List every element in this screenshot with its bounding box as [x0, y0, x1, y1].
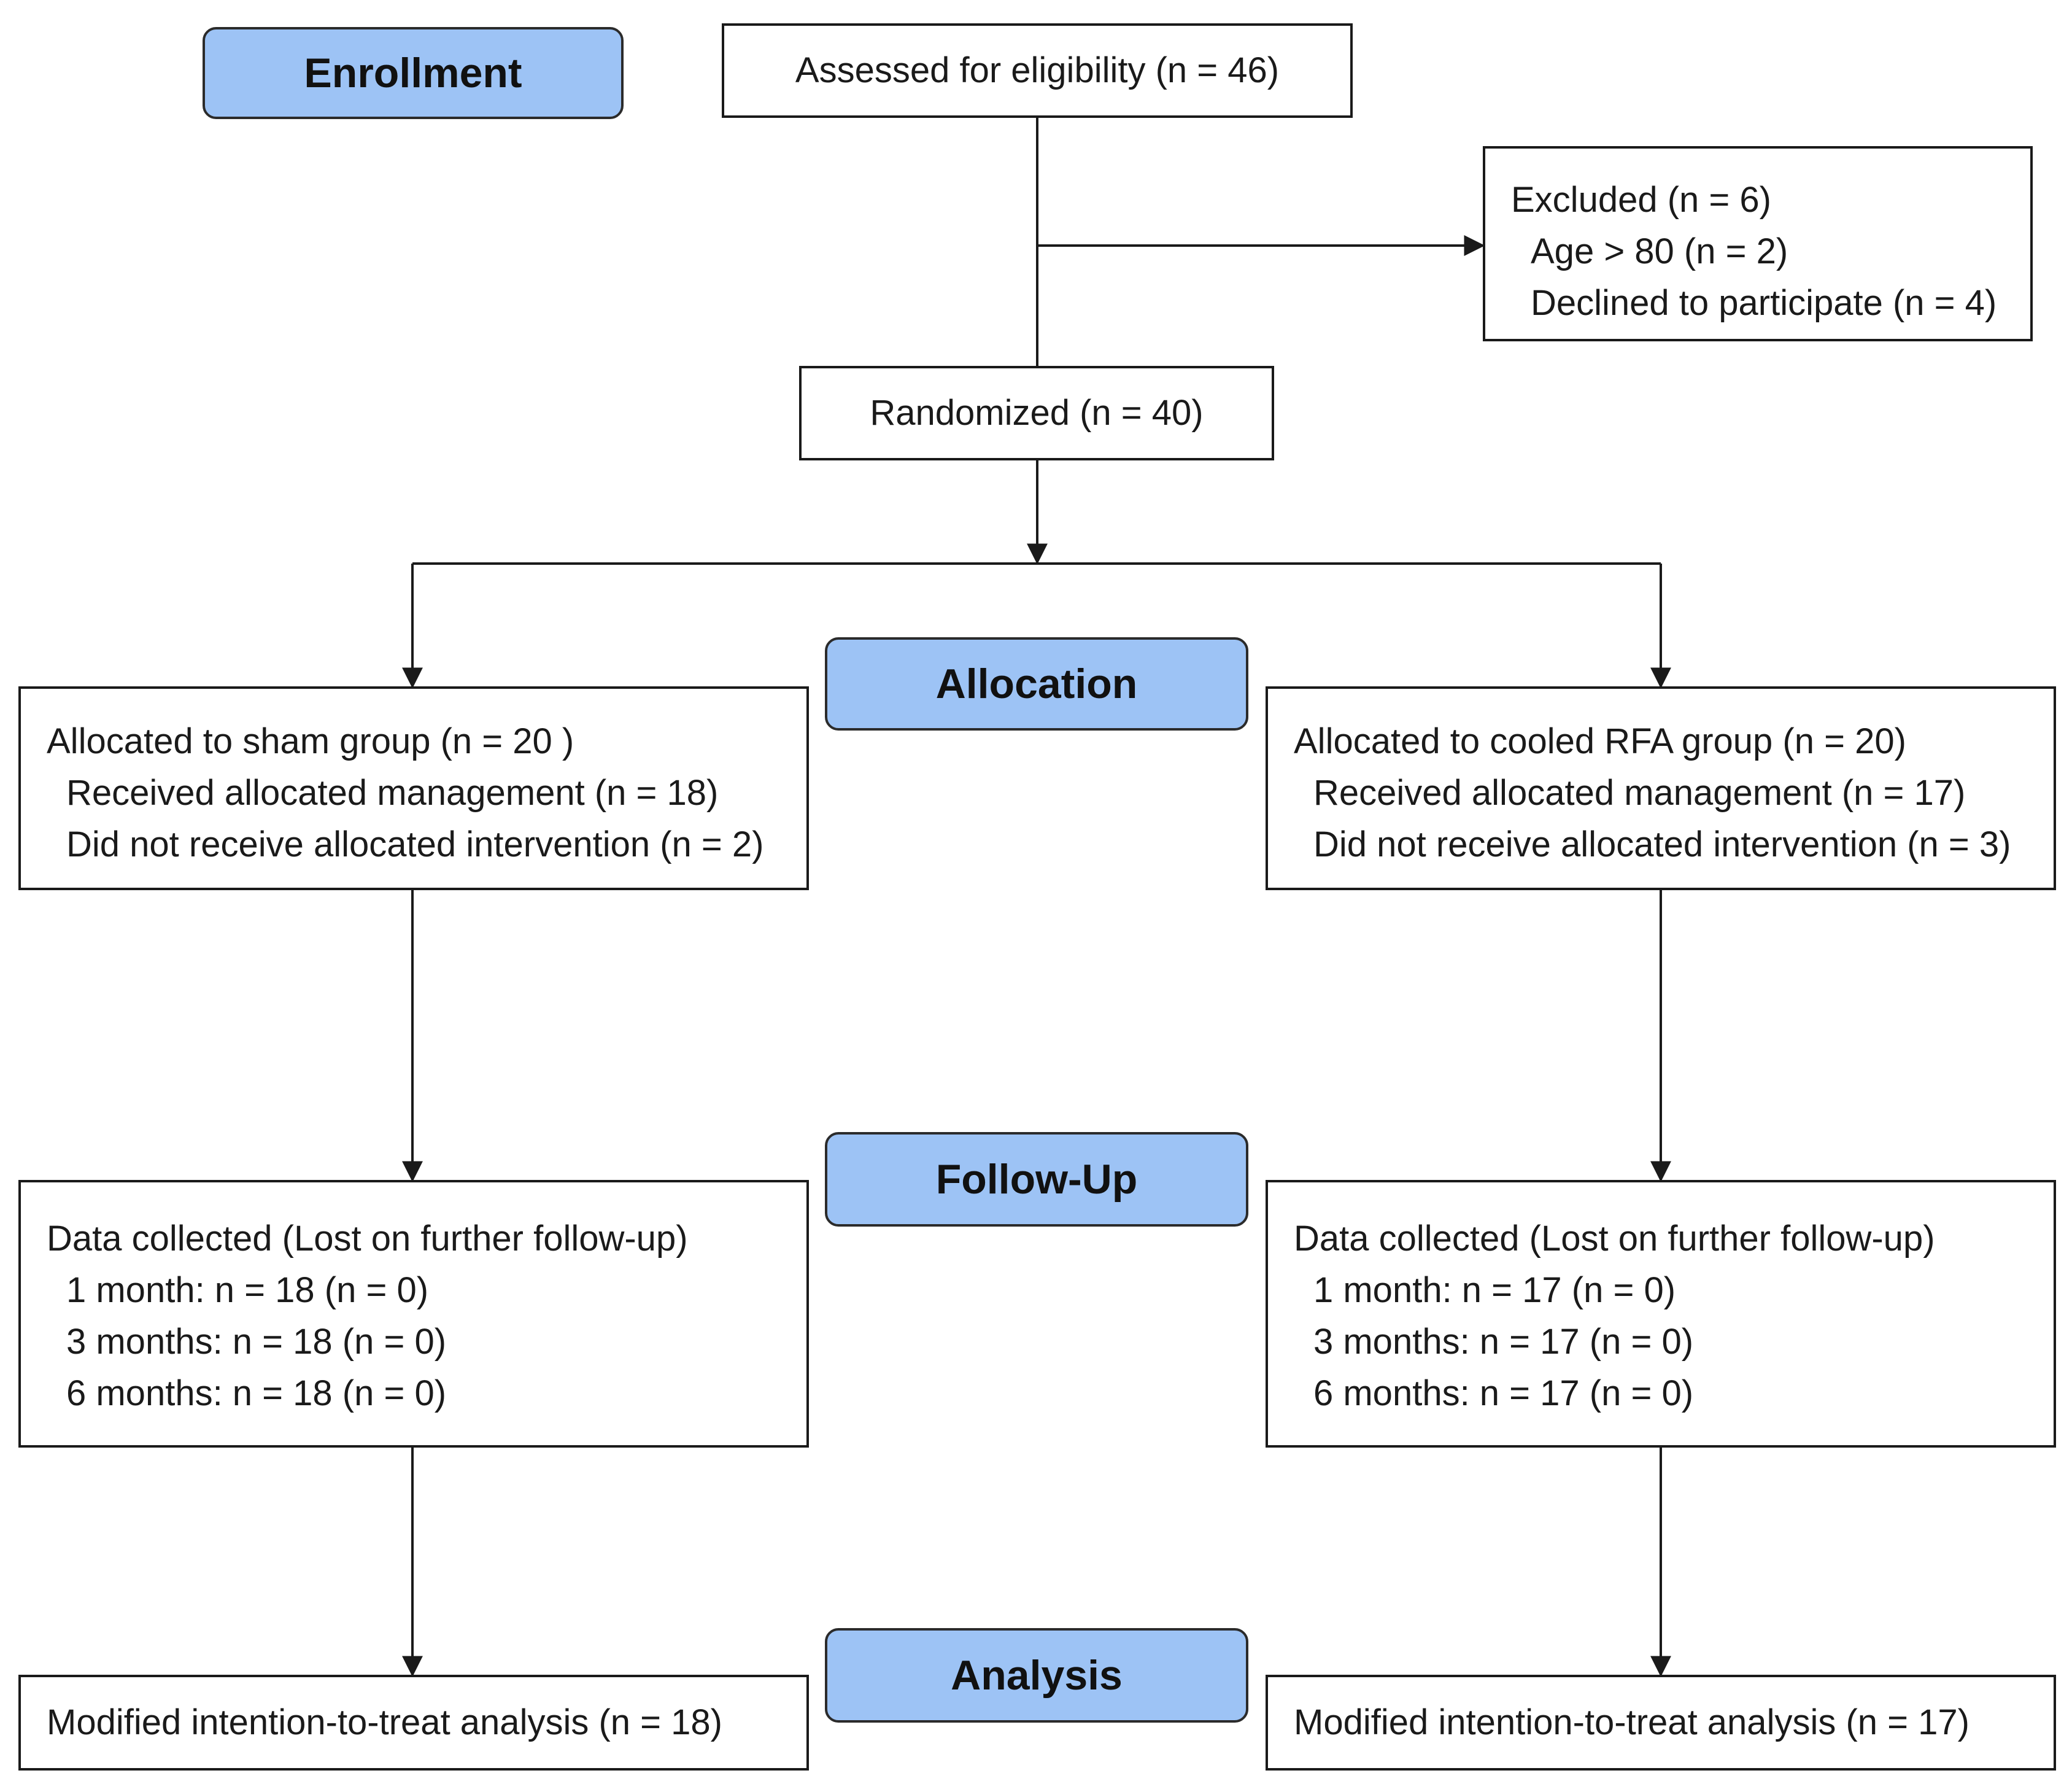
sham-follow-up-1-month: 1 month: n = 18 (n = 0) [66, 1270, 429, 1310]
excluded-item-declined: Declined to participate (n = 4) [1531, 283, 1997, 323]
rfa-follow-up-box: Data collected (Lost on further follow-u… [1266, 1180, 2056, 1448]
excluded-title: Excluded (n = 6) [1511, 180, 1771, 220]
phase-label-analysis: Analysis [825, 1628, 1248, 1723]
phase-label-allocation: Allocation [825, 637, 1248, 731]
rfa-follow-up-3-months: 3 months: n = 17 (n = 0) [1313, 1322, 1694, 1362]
sham-analysis-text: Modified intention-to-treat analysis (n … [47, 1702, 722, 1742]
rfa-follow-up-title: Data collected (Lost on further follow-u… [1294, 1219, 1935, 1259]
rfa-allocation-box: Allocated to cooled RFA group (n = 20) R… [1266, 686, 2056, 890]
assessed-text: Assessed for eligibility (n = 46) [795, 50, 1280, 90]
sham-follow-up-title: Data collected (Lost on further follow-u… [47, 1219, 688, 1259]
rfa-analysis-text: Modified intention-to-treat analysis (n … [1294, 1702, 1970, 1742]
assessed-box: Assessed for eligibility (n = 46) [722, 23, 1353, 118]
rfa-follow-up-1-month: 1 month: n = 17 (n = 0) [1313, 1270, 1676, 1310]
sham-follow-up-6-months: 6 months: n = 18 (n = 0) [66, 1373, 447, 1413]
rfa-analysis-box: Modified intention-to-treat analysis (n … [1266, 1675, 2056, 1771]
phase-label-enrollment: Enrollment [203, 27, 624, 119]
rfa-allocation-title: Allocated to cooled RFA group (n = 20) [1294, 721, 1906, 761]
sham-follow-up-box: Data collected (Lost on further follow-u… [18, 1180, 809, 1448]
randomized-text: Randomized (n = 40) [870, 393, 1204, 433]
sham-follow-up-3-months: 3 months: n = 18 (n = 0) [66, 1322, 447, 1362]
rfa-allocation-not-received: Did not receive allocated intervention (… [1313, 824, 2011, 864]
sham-allocation-not-received: Did not receive allocated intervention (… [66, 824, 764, 864]
randomized-box: Randomized (n = 40) [799, 366, 1274, 460]
sham-analysis-box: Modified intention-to-treat analysis (n … [18, 1675, 809, 1771]
phase-label-follow-up: Follow-Up [825, 1132, 1248, 1227]
rfa-follow-up-6-months: 6 months: n = 17 (n = 0) [1313, 1373, 1694, 1413]
sham-allocation-title: Allocated to sham group (n = 20 ) [47, 721, 574, 761]
excluded-item-age: Age > 80 (n = 2) [1531, 231, 1788, 271]
rfa-allocation-received: Received allocated management (n = 17) [1313, 773, 1966, 813]
excluded-box: Excluded (n = 6) Age > 80 (n = 2) Declin… [1483, 146, 2033, 341]
sham-allocation-box: Allocated to sham group (n = 20 ) Receiv… [18, 686, 809, 890]
sham-allocation-received: Received allocated management (n = 18) [66, 773, 719, 813]
